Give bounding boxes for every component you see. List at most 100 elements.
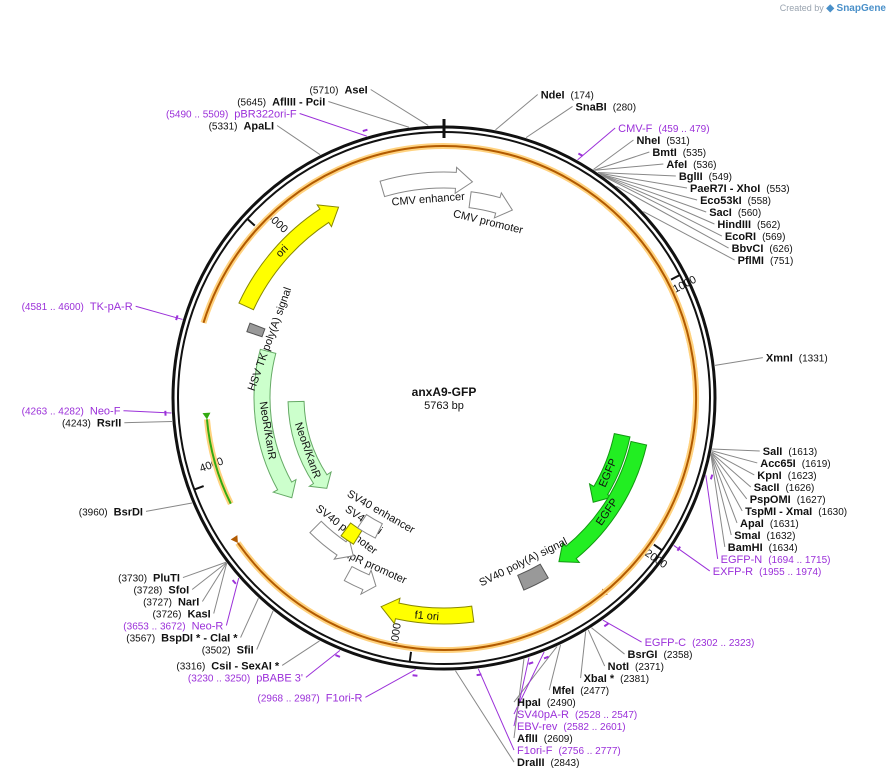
site-label[interactable]: XmnI(1331) xyxy=(766,353,828,365)
site-label[interactable]: (3316)CsiI - SexAI * xyxy=(176,660,279,672)
site-name: NdeI xyxy=(541,89,565,101)
feature-hsv-tk-polya[interactable] xyxy=(246,322,266,338)
site-label[interactable]: SacII(1626) xyxy=(754,482,815,494)
site-position: (531) xyxy=(666,136,689,147)
feature-egfp-2[interactable] xyxy=(558,440,648,564)
site-name: SnaBI xyxy=(576,101,607,113)
site-position: (1632) xyxy=(767,531,796,542)
site-label[interactable]: NdeI(174) xyxy=(541,89,594,101)
site-label[interactable]: AflII(2609) xyxy=(517,733,573,745)
primer-label[interactable]: F1ori-F(2756 .. 2777) xyxy=(517,745,621,757)
site-label[interactable]: SalI(1613) xyxy=(763,446,817,458)
site-name: XmnI xyxy=(766,353,793,365)
site-label[interactable]: BbvCI(626) xyxy=(732,243,793,255)
site-label[interactable]: KpnI(1623) xyxy=(757,470,816,482)
site-label[interactable]: (3502)SfiI xyxy=(202,645,254,657)
site-label[interactable]: SnaBI (280) xyxy=(576,101,637,113)
primer-label[interactable]: SV40pA-R(2528 .. 2547) xyxy=(517,709,637,721)
feature-ampr-promoter[interactable] xyxy=(343,565,377,596)
feature-ori[interactable] xyxy=(238,204,340,311)
site-name: EcoRI xyxy=(725,231,756,243)
primer-label[interactable]: EGFP-C(2302 .. 2323) xyxy=(645,637,755,649)
site-label[interactable]: HindIII(562) xyxy=(717,219,780,231)
feature-cmv-enhancer[interactable] xyxy=(379,166,474,198)
primer-binding-mark xyxy=(676,546,681,552)
feature-egfp-1[interactable] xyxy=(588,433,631,503)
feature-sv40-enhancer[interactable] xyxy=(356,513,383,539)
site-position: (2371) xyxy=(635,662,664,673)
feature-neor-2[interactable] xyxy=(287,400,332,489)
site-label[interactable]: (3730)PluTI xyxy=(118,573,180,585)
site-position: (536) xyxy=(693,160,716,171)
primer-label[interactable]: (4263 .. 4282)Neo-F xyxy=(22,406,121,418)
primer-label[interactable]: EXFP-R(1955 .. 1974) xyxy=(713,566,822,578)
primer-leader-line xyxy=(123,410,172,414)
primer-label[interactable]: EBV-rev(2582 .. 2601) xyxy=(517,721,626,733)
site-label[interactable]: PaeR7I - XhoI(553) xyxy=(690,183,790,195)
feature-f1-ori[interactable] xyxy=(380,597,475,625)
site-position: (1634) xyxy=(769,543,798,554)
site-label[interactable]: Eco53kI(558) xyxy=(700,195,771,207)
primer-label[interactable]: (2968 .. 2987)F1ori-R xyxy=(257,692,362,704)
site-label[interactable]: Acc65I(1619) xyxy=(760,458,830,470)
site-label[interactable]: TspMI - XmaI(1630) xyxy=(745,506,847,518)
site-label[interactable]: PspOMI(1627) xyxy=(750,494,826,506)
site-position: (535) xyxy=(683,148,706,159)
site-name: PspOMI xyxy=(750,494,791,506)
site-label[interactable]: SmaI(1632) xyxy=(734,530,795,542)
site-label[interactable]: XbaI *(2381) xyxy=(584,673,649,685)
site-name: RsrII xyxy=(97,418,121,430)
site-label[interactable]: ApaI(1631) xyxy=(740,518,799,530)
primer-label[interactable]: (3230 .. 3250)pBABE 3' xyxy=(188,672,303,684)
site-label[interactable]: (3727)NarI xyxy=(143,597,199,609)
site-label[interactable]: DraIII(2843) xyxy=(517,757,579,769)
site-position: (1619) xyxy=(802,459,831,470)
feature-sv40-polya[interactable] xyxy=(517,563,549,591)
site-leader-line xyxy=(370,89,429,126)
site-label[interactable]: MfeI(2477) xyxy=(552,685,609,697)
site-name: NotI xyxy=(608,661,629,673)
site-label[interactable]: (3728)SfoI xyxy=(133,585,189,597)
site-label[interactable]: (3567)BspDI * - ClaI * xyxy=(126,633,238,645)
primer-label[interactable]: (4581 .. 4600)TK-pA-R xyxy=(22,301,133,313)
site-name: BglII xyxy=(679,171,703,183)
site-name: HindIII xyxy=(717,219,751,231)
site-label[interactable]: SacI(560) xyxy=(709,207,761,219)
primer-label[interactable]: (5490 .. 5509)pBR322ori-F xyxy=(166,109,297,121)
primer-position: (3653 .. 3672) xyxy=(123,622,185,633)
site-label[interactable]: AfeI(536) xyxy=(666,159,716,171)
site-label[interactable]: (5710)AseI xyxy=(310,85,368,97)
site-label[interactable]: BmtI(535) xyxy=(652,147,706,159)
site-label[interactable]: (3960)BsrDI xyxy=(79,506,143,518)
site-name: XbaI * xyxy=(584,673,615,685)
primer-leader-line xyxy=(577,127,616,161)
site-position: (569) xyxy=(762,232,785,243)
site-position: (1630) xyxy=(818,507,847,518)
site-label[interactable]: (3726)KasI xyxy=(153,609,211,621)
site-label[interactable]: BglII(549) xyxy=(679,171,732,183)
site-position: (3502) xyxy=(202,646,231,657)
site-label[interactable]: (4243)RsrII xyxy=(62,418,121,430)
primer-label[interactable]: EGFP-N(1694 .. 1715) xyxy=(721,554,831,566)
site-leader-line xyxy=(598,172,688,189)
feature-neor-1[interactable] xyxy=(253,348,297,499)
site-label[interactable]: EcoRI (569) xyxy=(725,231,786,243)
site-label[interactable]: NheI(531) xyxy=(636,135,689,147)
site-label[interactable]: BamHI(1634) xyxy=(728,542,798,554)
site-label[interactable]: NotI (2371) xyxy=(608,661,664,673)
site-leader-line xyxy=(594,163,664,171)
site-label[interactable]: BsrGI(2358) xyxy=(628,649,693,661)
site-label[interactable]: PflMI(751) xyxy=(738,255,794,267)
primer-name: SV40pA-R xyxy=(517,709,569,721)
site-label[interactable]: HpaI(2490) xyxy=(517,697,576,709)
site-leader-line xyxy=(548,644,562,691)
site-label[interactable]: (5645)AflIII - PciI xyxy=(237,97,325,109)
site-name: CsiI - SexAI * xyxy=(211,660,280,672)
feature-cmv-promoter[interactable] xyxy=(468,191,514,219)
site-label[interactable]: (5331)ApaLI xyxy=(209,121,274,133)
site-position: (558) xyxy=(748,196,771,207)
primer-label[interactable]: (3653 .. 3672)Neo-R xyxy=(123,621,223,633)
site-position: (280) xyxy=(613,102,636,113)
site-position: (5331) xyxy=(209,122,238,133)
primer-label[interactable]: CMV-F(459 .. 479) xyxy=(618,123,709,135)
